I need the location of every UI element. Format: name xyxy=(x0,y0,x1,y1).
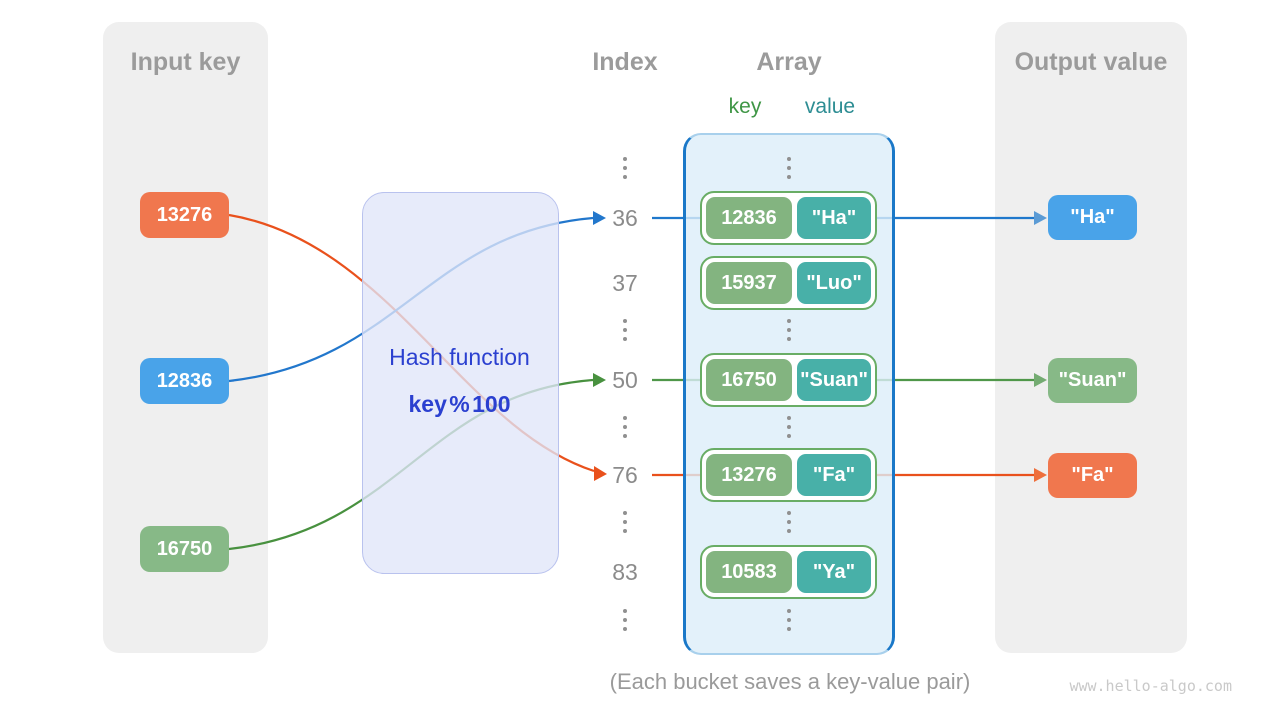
array-ellipsis-dots xyxy=(787,511,791,533)
array-ellipsis-dots xyxy=(787,609,791,631)
output-value-panel xyxy=(995,22,1187,653)
index-ellipsis-dots xyxy=(623,157,627,179)
bucket-key: 15937 xyxy=(706,262,792,304)
bucket-value: "Ya" xyxy=(797,551,871,593)
index-ellipsis-dots xyxy=(623,511,627,533)
input-key-13276: 13276 xyxy=(140,192,229,238)
array-ellipsis-dots xyxy=(787,416,791,438)
key-column-label: key xyxy=(728,95,762,118)
array-ellipsis-dots xyxy=(787,319,791,341)
index-title: Index xyxy=(592,48,658,76)
array-title: Array xyxy=(756,48,822,76)
value-column-label: value xyxy=(804,95,856,118)
watermark: www.hello-algo.com xyxy=(1069,677,1232,695)
index-37: 37 xyxy=(612,270,638,296)
bucket-key: 16750 xyxy=(706,359,792,401)
bucket-key: 10583 xyxy=(706,551,792,593)
bucket-value: "Fa" xyxy=(797,454,871,496)
hash-function-box xyxy=(362,192,559,574)
index-50: 50 xyxy=(612,367,638,393)
input-key-title: Input key xyxy=(130,48,241,76)
bucket-value: "Suan" xyxy=(797,359,871,401)
index-ellipsis-dots xyxy=(623,416,627,438)
bucket-row: 15937 "Luo" xyxy=(700,256,877,310)
bucket-value: "Luo" xyxy=(797,262,871,304)
output-value-suan: "Suan" xyxy=(1048,358,1137,403)
array-ellipsis-dots xyxy=(787,157,791,179)
bucket-key: 12836 xyxy=(706,197,792,239)
bucket-key: 13276 xyxy=(706,454,792,496)
index-ellipsis-dots xyxy=(623,609,627,631)
input-key-12836: 12836 xyxy=(140,358,229,404)
bucket-value: "Ha" xyxy=(797,197,871,239)
hash-function-formula: key % 100 xyxy=(408,391,511,417)
output-value-title: Output value xyxy=(1014,48,1168,76)
index-ellipsis-dots xyxy=(623,319,627,341)
hash-function-title: Hash function xyxy=(389,344,530,370)
bucket-row: 12836 "Ha" xyxy=(700,191,877,245)
index-83: 83 xyxy=(612,559,638,585)
input-key-16750: 16750 xyxy=(140,526,229,572)
output-value-fa: "Fa" xyxy=(1048,453,1137,498)
caption: (Each bucket saves a key-value pair) xyxy=(609,669,971,694)
bucket-row: 10583 "Ya" xyxy=(700,545,877,599)
bucket-row: 13276 "Fa" xyxy=(700,448,877,502)
output-value-ha: "Ha" xyxy=(1048,195,1137,240)
index-36: 36 xyxy=(612,205,638,231)
bucket-row: 16750 "Suan" xyxy=(700,353,877,407)
index-76: 76 xyxy=(612,462,638,488)
